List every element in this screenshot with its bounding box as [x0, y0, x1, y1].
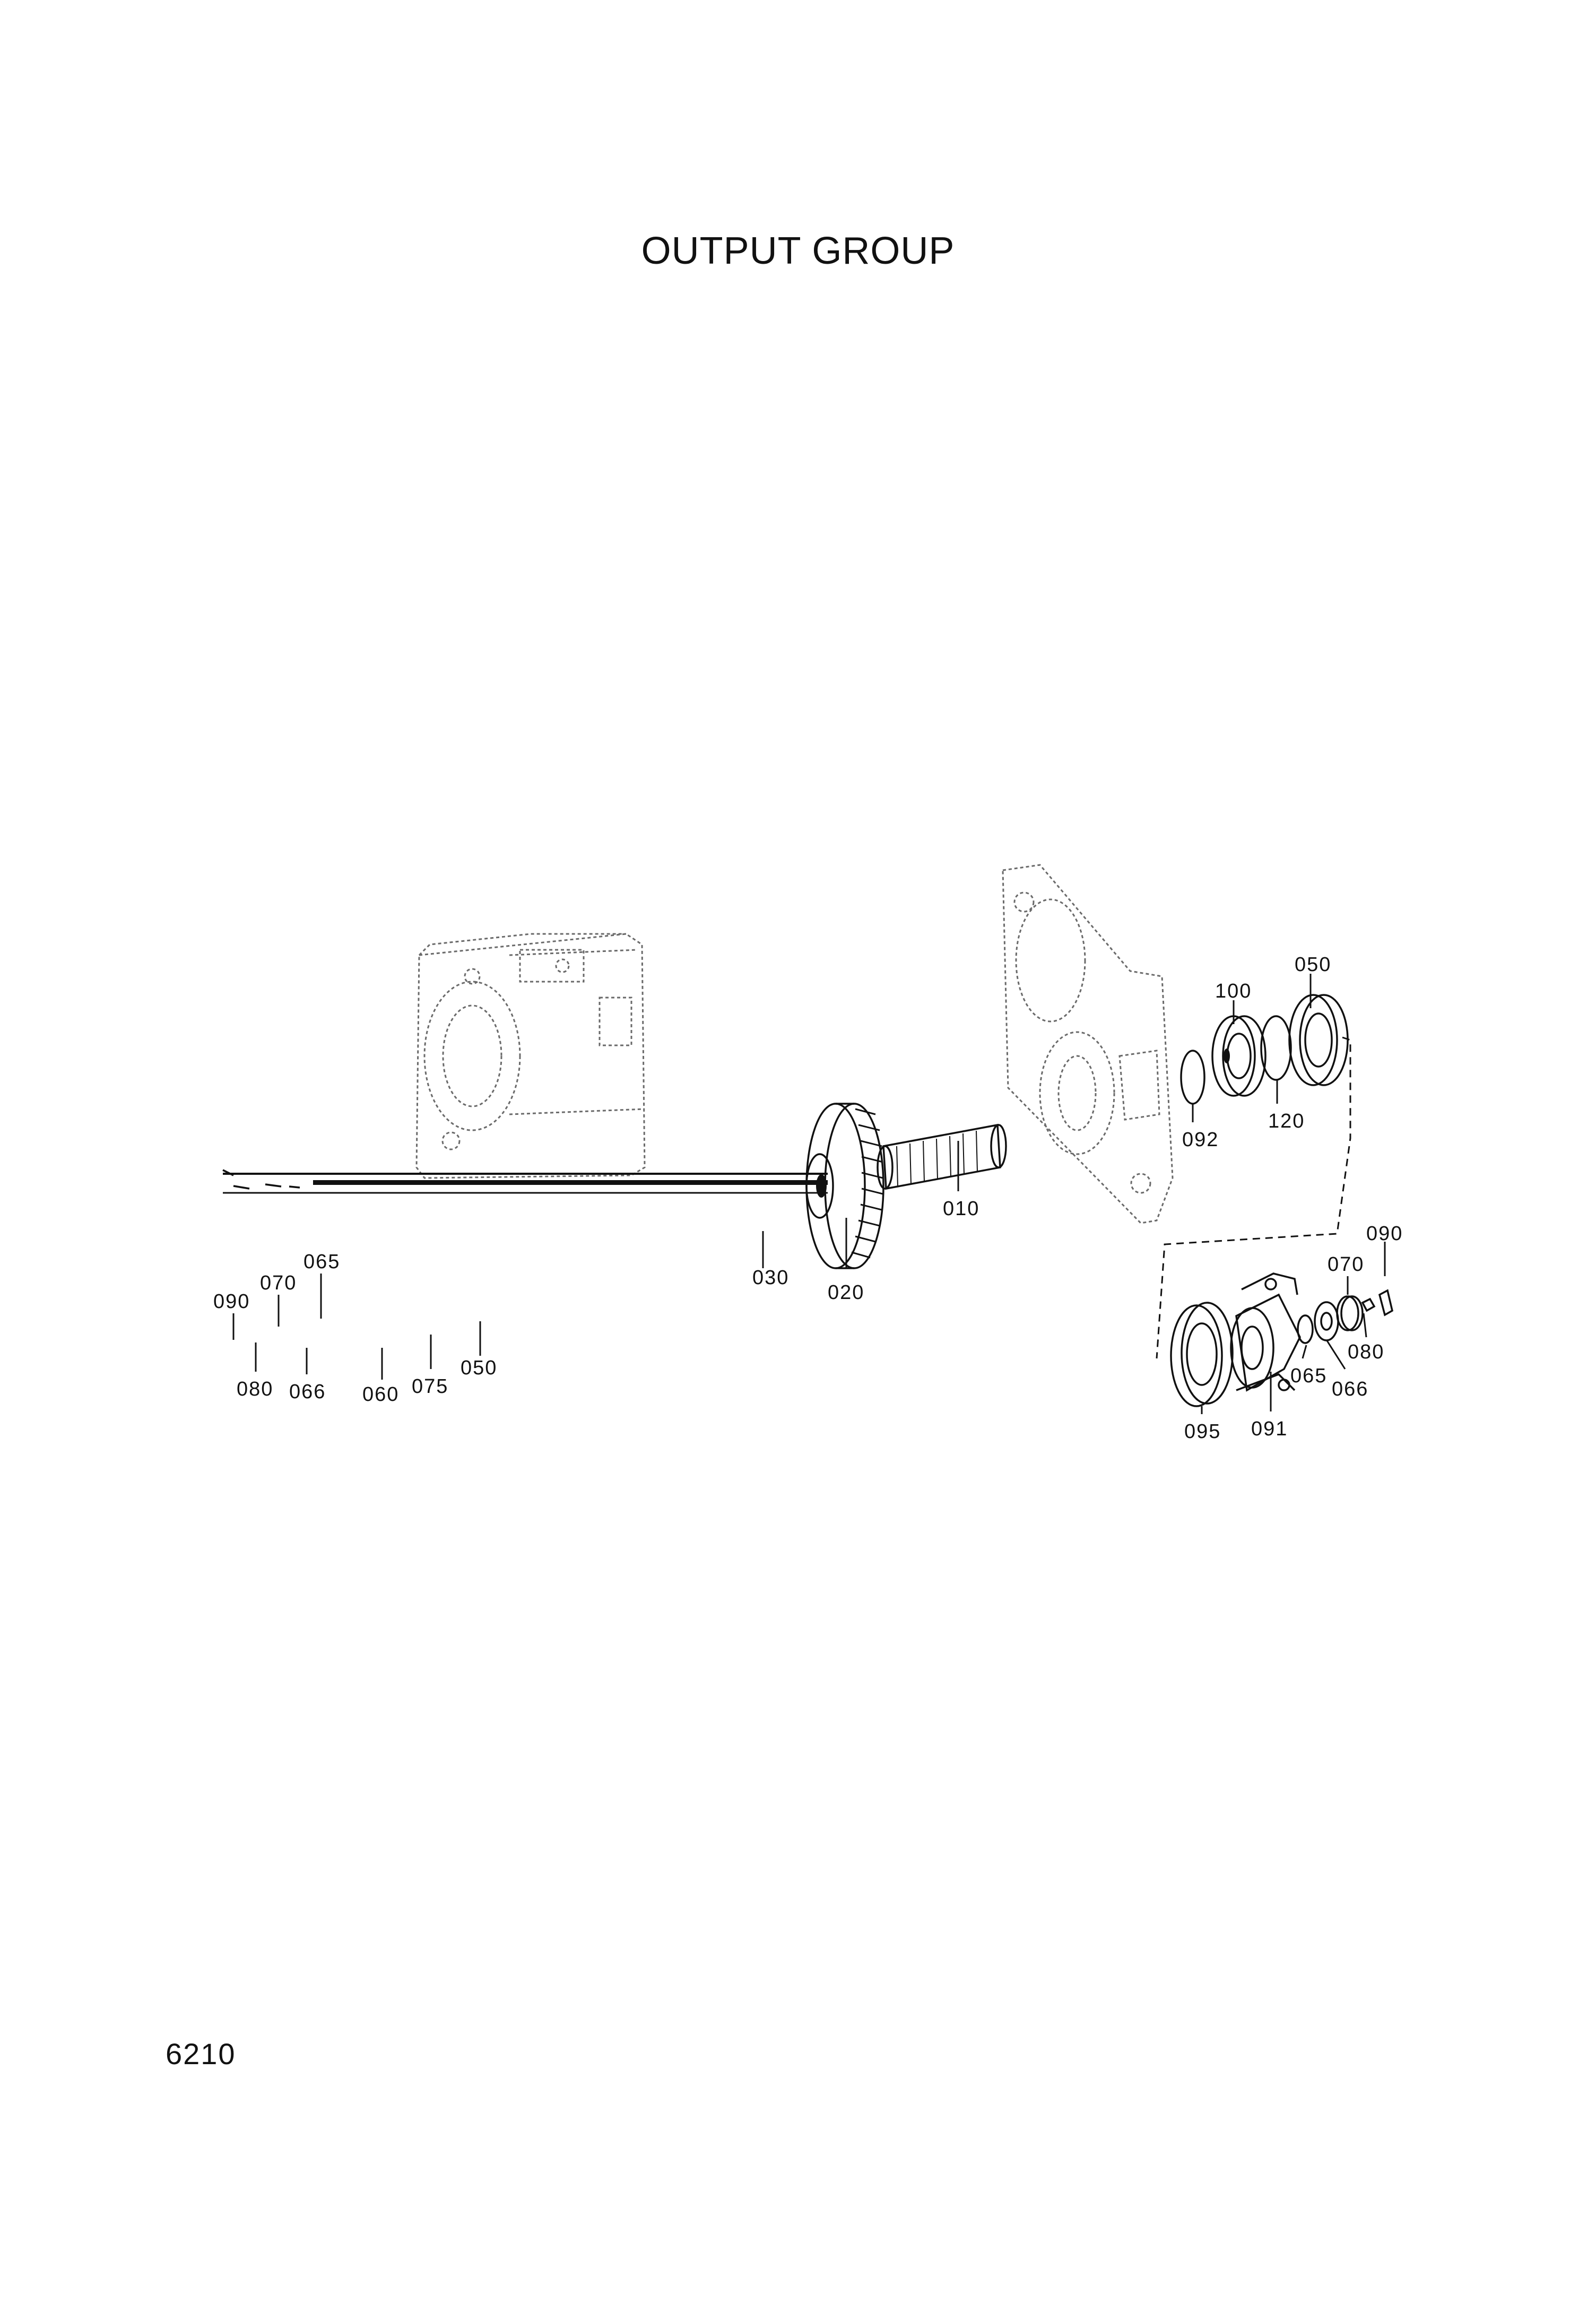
callout-120: 120	[1268, 1110, 1305, 1132]
callout-080-left: 080	[237, 1378, 273, 1400]
callout-020: 020	[828, 1281, 864, 1304]
callout-060: 060	[362, 1383, 399, 1406]
callout-075: 075	[412, 1375, 448, 1398]
leader-lines	[232, 974, 1386, 1414]
callout-050-left: 050	[461, 1357, 497, 1379]
callout-092: 092	[1182, 1129, 1219, 1151]
splined-shaft	[877, 1123, 1007, 1190]
lock-plate-080	[1361, 1297, 1376, 1312]
callout-090-left: 090	[213, 1290, 250, 1313]
callout-050-top: 050	[1295, 954, 1331, 976]
seal-095	[1170, 1302, 1234, 1407]
page-title: OUTPUT GROUP	[641, 230, 955, 272]
callout-066-right: 066	[1332, 1378, 1368, 1400]
callout-100: 100	[1215, 980, 1252, 1002]
output-flange-091	[1230, 1272, 1301, 1392]
output-gear	[805, 1103, 884, 1269]
callout-070-right: 070	[1328, 1253, 1364, 1276]
callout-065-left: 065	[303, 1251, 340, 1273]
callout-091: 091	[1251, 1418, 1288, 1440]
washer-070	[1336, 1295, 1364, 1331]
long-shaft	[222, 1169, 828, 1194]
callout-095: 095	[1184, 1420, 1221, 1443]
callout-065-right: 065	[1290, 1365, 1327, 1387]
bearing-100	[1211, 1015, 1267, 1097]
callout-labels: 010 020 030 050 100 092 120 090 070 080 …	[213, 954, 1403, 1443]
callout-080-right: 080	[1348, 1341, 1384, 1363]
callout-070-left: 070	[260, 1272, 297, 1294]
o-ring-065	[1297, 1314, 1314, 1344]
snap-ring-120	[1260, 1015, 1292, 1081]
cover-plate	[1002, 864, 1174, 1224]
callout-090-right: 090	[1366, 1223, 1403, 1245]
transmission-housing	[415, 933, 646, 1179]
callout-066-left: 066	[289, 1381, 326, 1403]
screw-090	[1378, 1289, 1394, 1316]
seal-ring-050	[1288, 994, 1349, 1086]
snap-ring-092	[1180, 1050, 1205, 1105]
callout-030: 030	[752, 1267, 789, 1289]
callout-010: 010	[943, 1198, 979, 1220]
page-number: 6210	[166, 2037, 236, 2071]
washer-066	[1314, 1301, 1339, 1341]
